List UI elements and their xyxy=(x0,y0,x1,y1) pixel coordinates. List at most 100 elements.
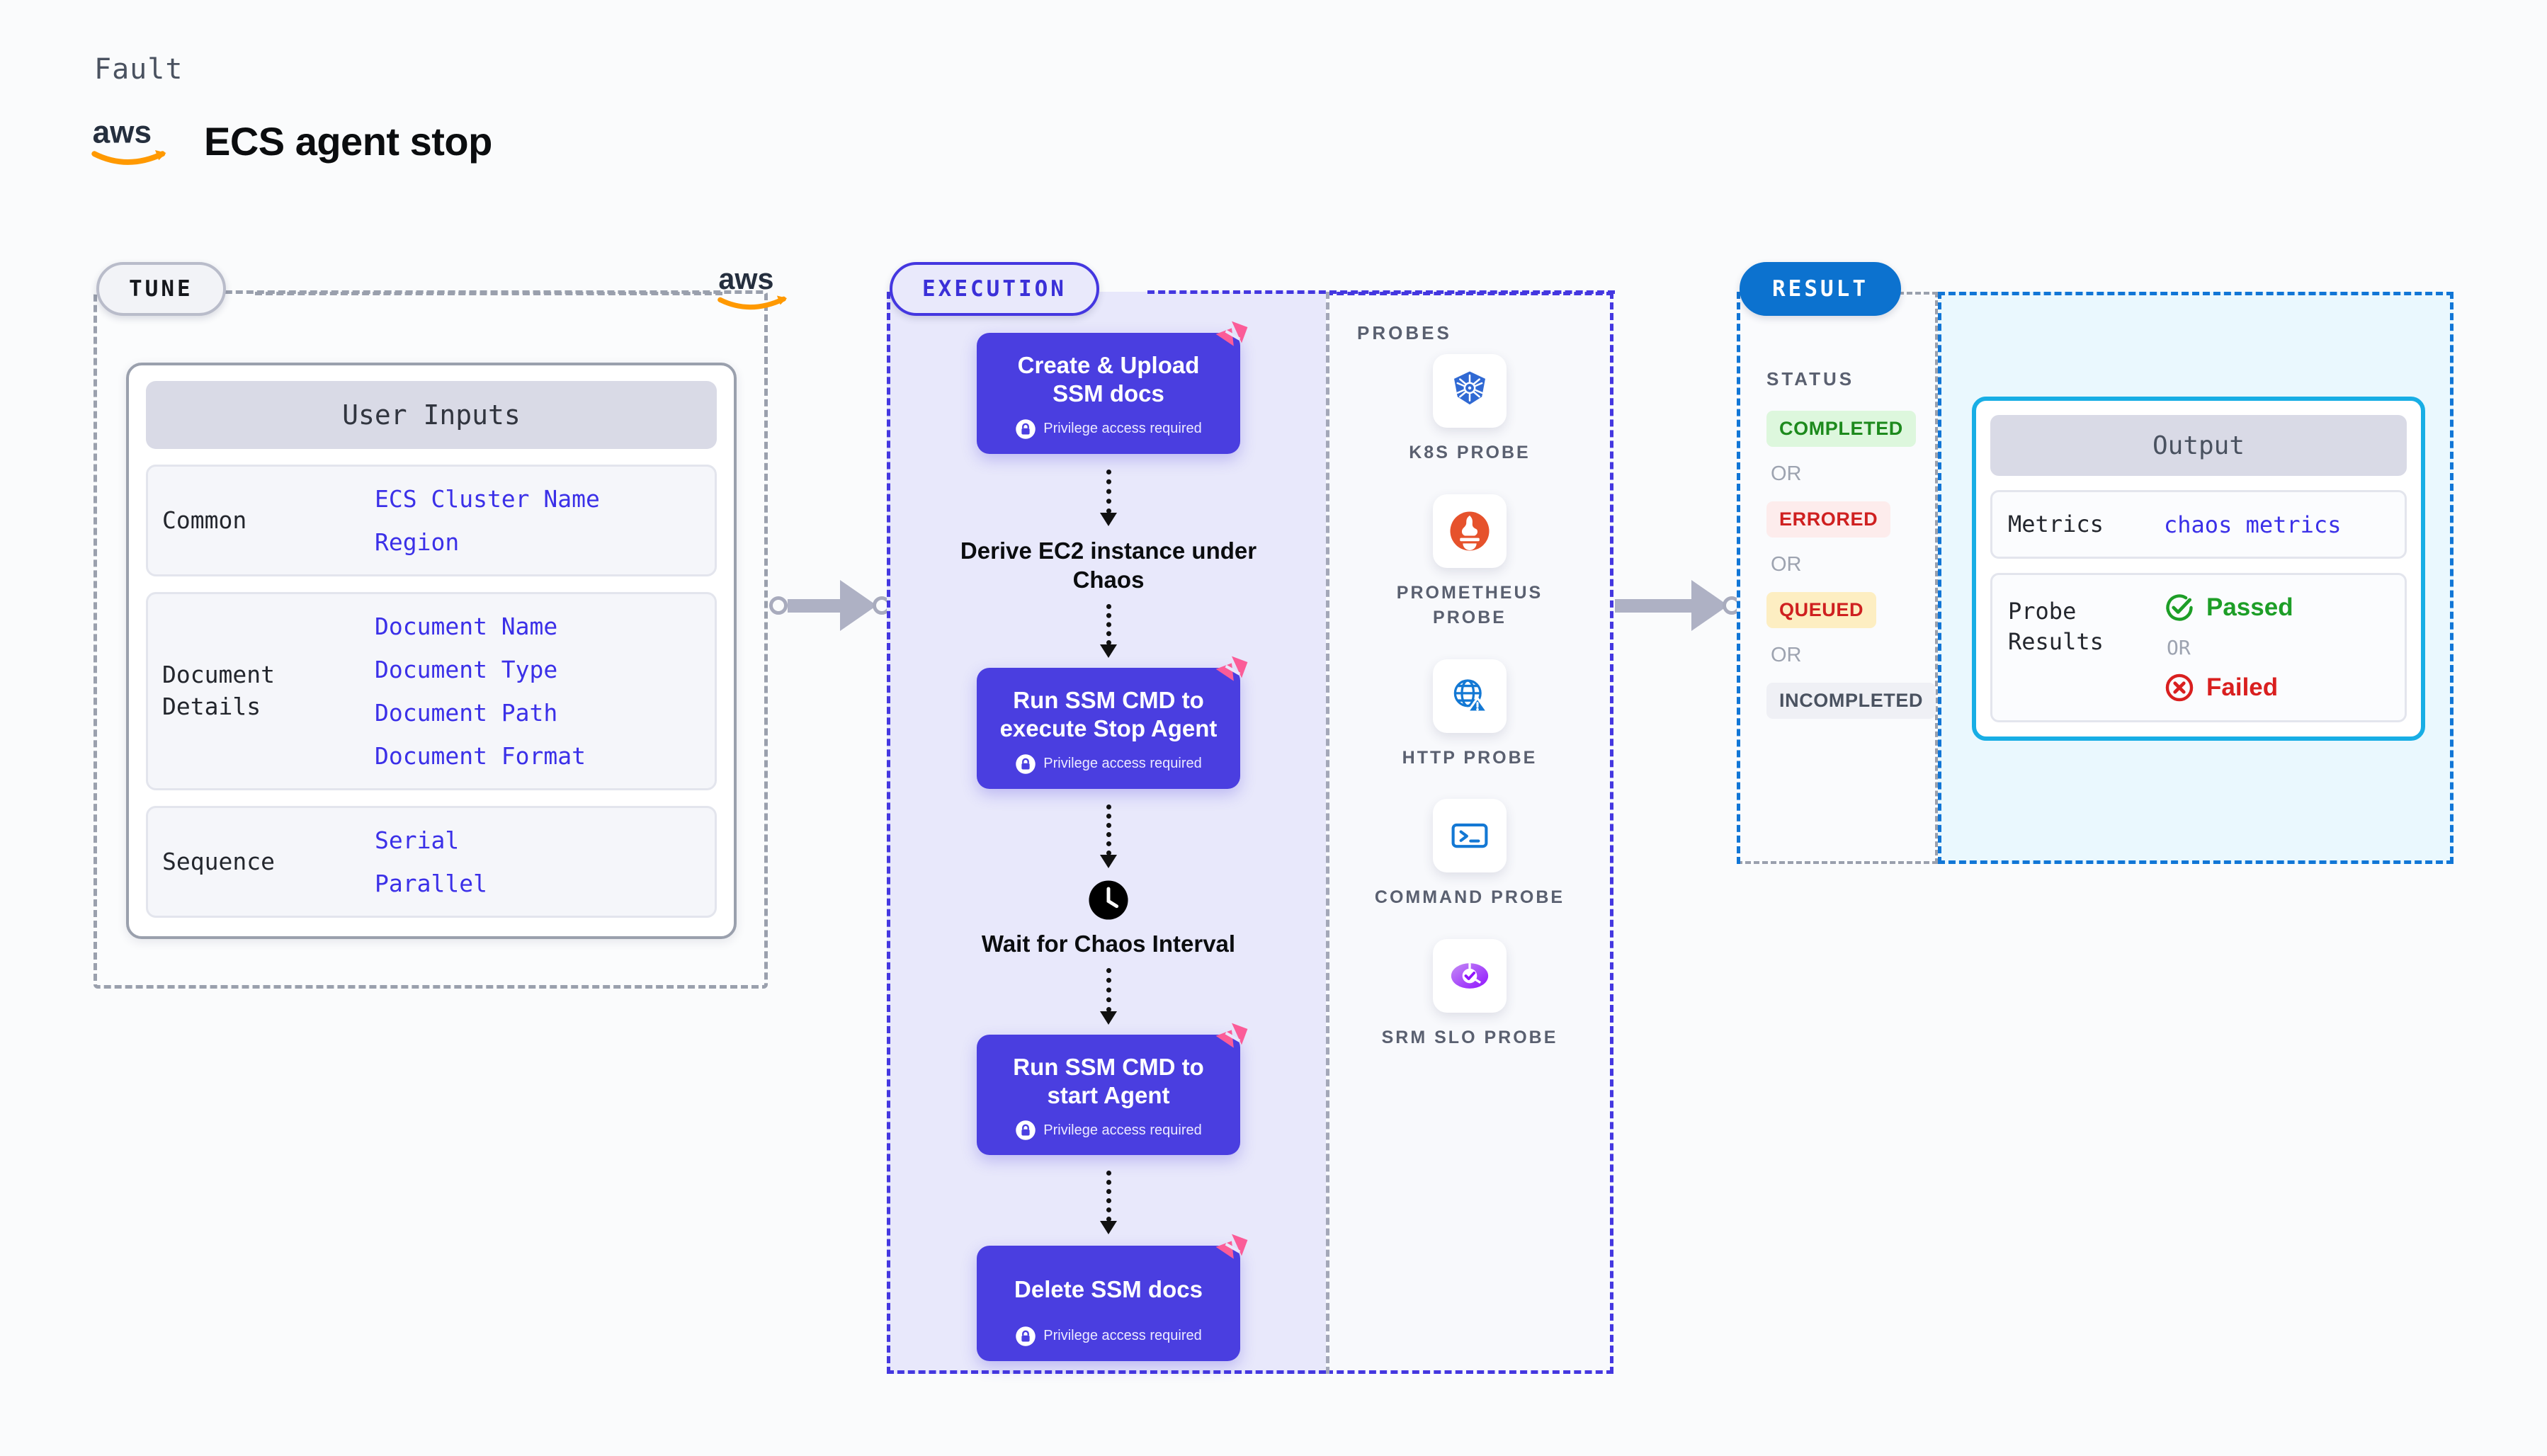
probe-item-prometheus[interactable]: PROMETHEUS PROBE xyxy=(1363,494,1576,631)
execution-flow: Create & Upload SSM docs Privilege acces… xyxy=(949,321,1268,1361)
svg-text:aws: aws xyxy=(718,263,773,295)
arrow-execution-to-result xyxy=(1615,580,1741,631)
aws-logo-icon: aws xyxy=(91,115,166,165)
tune-connector-line xyxy=(255,292,722,295)
tune-value[interactable]: Document Type xyxy=(375,656,558,683)
row-label: Common xyxy=(162,506,247,534)
lock-icon xyxy=(1016,1326,1036,1346)
result-badge[interactable]: RESULT xyxy=(1740,262,1901,316)
flow-arrow xyxy=(1100,604,1117,658)
step-title: Wait for Chaos Interval xyxy=(981,930,1236,957)
step-derive-ec2-instance: Derive EC2 instance under Chaos xyxy=(949,536,1268,595)
flow-arrow xyxy=(1100,469,1117,526)
output-value[interactable]: chaos metrics xyxy=(2164,511,2342,538)
status-badge-queued: QUEUED xyxy=(1766,592,1877,628)
step-title: Create & Upload SSM docs xyxy=(1017,352,1200,407)
litmus-flag-icon xyxy=(1215,1234,1248,1259)
lock-icon xyxy=(1016,1120,1036,1140)
probe-result-passed: Passed xyxy=(2164,592,2293,623)
clock-icon xyxy=(1089,880,1128,920)
privilege-text: Privilege access required xyxy=(1043,1122,1202,1138)
step-title: Run SSM CMD to execute Stop Agent xyxy=(999,687,1218,742)
tune-row-common: Common ECS Cluster Name Region xyxy=(146,465,717,576)
privilege-text: Privilege access required xyxy=(1043,1328,1202,1343)
probe-label: COMMAND PROBE xyxy=(1374,887,1565,907)
probe-tile xyxy=(1433,938,1507,1013)
or-label: OR xyxy=(1771,462,1802,485)
result-status-region xyxy=(1737,292,1938,864)
failed-label: Failed xyxy=(2206,673,2279,702)
privilege-text: Privilege access required xyxy=(1043,421,1202,436)
lock-icon xyxy=(1016,419,1036,439)
status-badge-incompleted: INCOMPLETED xyxy=(1766,683,1936,719)
probe-tile xyxy=(1433,659,1507,733)
execution-connector-line xyxy=(1147,290,1615,294)
flow-arrow xyxy=(1100,1171,1117,1235)
step-wait-for-chaos-interval: Wait for Chaos Interval xyxy=(982,880,1235,958)
tune-value[interactable]: Region xyxy=(375,528,460,556)
step-create-upload-ssm-docs[interactable]: Create & Upload SSM docs Privilege acces… xyxy=(977,321,1248,454)
step-delete-ssm-docs[interactable]: Delete SSM docs Privilege access require… xyxy=(977,1234,1248,1361)
arrow-tune-to-execution xyxy=(769,580,891,631)
probes-title: PROBES xyxy=(1357,322,1452,343)
aws-logo-icon: aws xyxy=(717,263,788,310)
probe-label: PROMETHEUS PROBE xyxy=(1396,582,1543,628)
x-circle-icon xyxy=(2165,673,2194,702)
check-circle-icon xyxy=(2166,594,2193,621)
probe-item-http[interactable]: HTTP PROBE xyxy=(1363,659,1576,771)
tune-value[interactable]: Document Name xyxy=(375,613,558,640)
probe-item-k8s[interactable]: K8S PROBE xyxy=(1363,354,1576,466)
page-title: aws ECS agent stop xyxy=(91,113,492,169)
http-globe-warning-icon xyxy=(1453,678,1489,713)
probe-result-failed: Failed xyxy=(2164,672,2293,703)
tune-value[interactable]: Document Path xyxy=(375,699,558,727)
srm-slo-icon xyxy=(1451,962,1489,989)
execution-badge[interactable]: EXECUTION xyxy=(890,262,1099,316)
or-label: OR xyxy=(1771,644,1802,666)
tune-value[interactable]: ECS Cluster Name xyxy=(375,485,600,513)
user-inputs-card: User Inputs Common ECS Cluster Name Regi… xyxy=(126,363,737,939)
probe-label: HTTP PROBE xyxy=(1402,747,1538,768)
status-badge-completed: COMPLETED xyxy=(1766,411,1916,447)
probe-tile xyxy=(1433,354,1507,428)
privilege-note: Privilege access required xyxy=(989,753,1227,775)
tune-value[interactable]: Parallel xyxy=(375,870,487,897)
fault-kind-label: Fault xyxy=(94,53,183,86)
privilege-text: Privilege access required xyxy=(1043,756,1202,771)
probe-item-srm-slo[interactable]: SRM SLO PROBE xyxy=(1363,938,1576,1051)
row-label: Document Details xyxy=(162,661,275,720)
prometheus-icon xyxy=(1450,511,1490,550)
tune-badge[interactable]: TUNE xyxy=(96,262,226,316)
kubernetes-icon xyxy=(1454,371,1485,405)
step-title: Delete SSM docs xyxy=(1014,1276,1203,1303)
output-card: Output Metrics chaos metrics Probe Resul… xyxy=(1972,397,2425,741)
output-label: Probe Results xyxy=(2008,598,2104,656)
tune-row-sequence: Sequence Serial Parallel xyxy=(146,806,717,918)
flow-arrow xyxy=(1100,804,1117,868)
litmus-flag-icon xyxy=(1215,321,1248,346)
output-row-metrics: Metrics chaos metrics xyxy=(1990,490,2407,559)
or-label: OR xyxy=(2167,636,2191,660)
step-run-ssm-start-agent[interactable]: Run SSM CMD to start Agent Privilege acc… xyxy=(977,1023,1248,1156)
tune-value[interactable]: Serial xyxy=(375,826,460,854)
probe-label: SRM SLO PROBE xyxy=(1381,1027,1558,1047)
litmus-flag-icon xyxy=(1215,656,1248,681)
user-inputs-heading: User Inputs xyxy=(146,381,717,449)
tune-row-document-details: Document Details Document Name Document … xyxy=(146,592,717,790)
probe-label: K8S PROBE xyxy=(1409,443,1531,462)
step-title: Derive EC2 instance under Chaos xyxy=(960,537,1257,593)
output-heading: Output xyxy=(1990,415,2407,476)
probe-item-command[interactable]: COMMAND PROBE xyxy=(1363,799,1576,911)
probe-tile xyxy=(1433,799,1507,872)
connector-line xyxy=(788,598,841,613)
terminal-icon xyxy=(1451,823,1488,848)
tune-value[interactable]: Document Format xyxy=(375,742,586,770)
status-title: STATUS xyxy=(1766,368,1855,389)
lock-icon xyxy=(1016,753,1036,774)
step-run-ssm-stop-agent[interactable]: Run SSM CMD to execute Stop Agent Privil… xyxy=(977,656,1248,789)
execution-probes-divider xyxy=(1326,292,1329,1374)
step-title: Run SSM CMD to start Agent xyxy=(1013,1053,1204,1108)
privilege-note: Privilege access required xyxy=(989,419,1227,440)
or-label: OR xyxy=(1771,553,1802,576)
